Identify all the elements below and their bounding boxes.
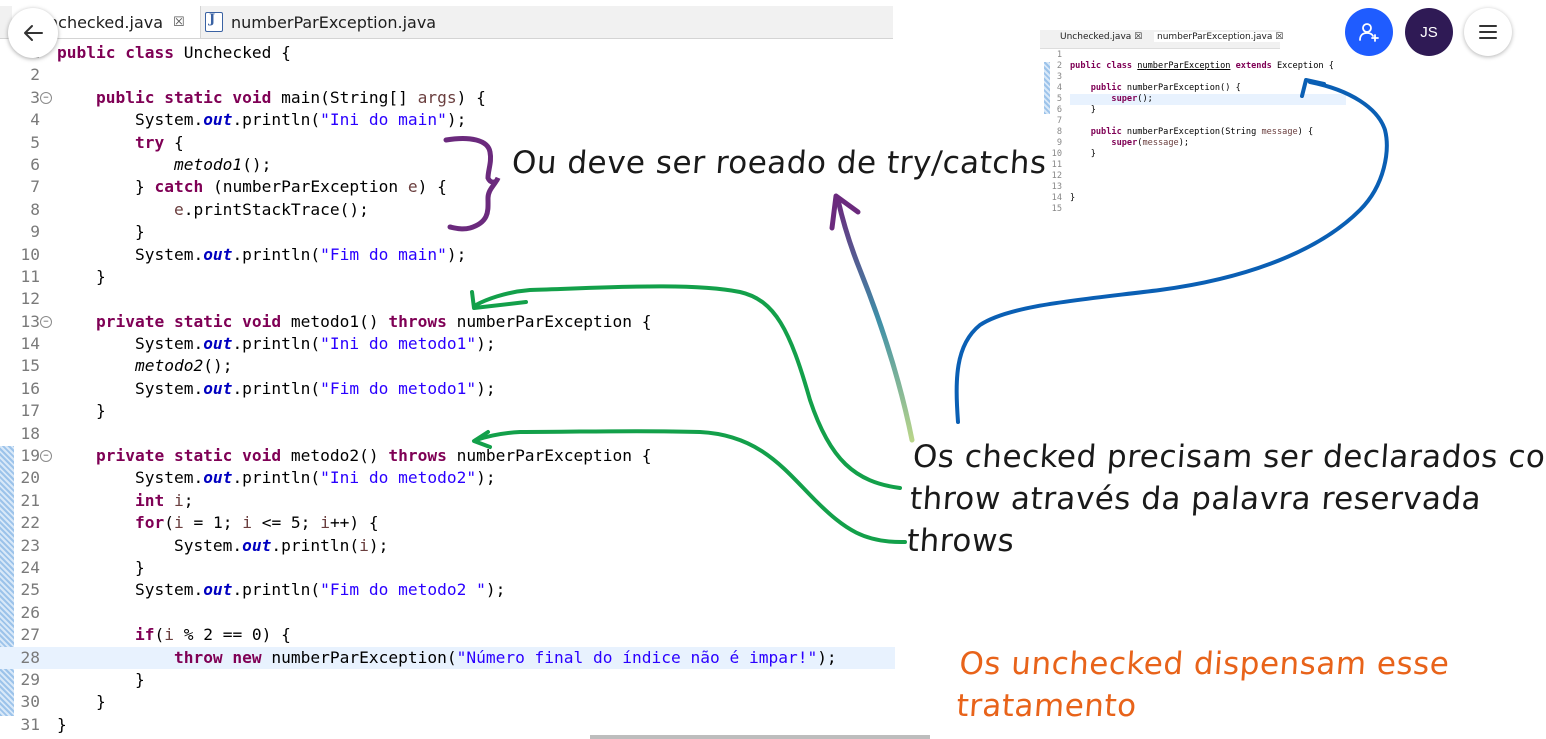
- code-line: 12: [20, 289, 41, 309]
- code-line: 1public class Unchecked {: [30, 43, 291, 62]
- mini-tab-numberparexception: numberParException.java ☒: [1154, 32, 1287, 42]
- add-user-icon: [1359, 23, 1379, 42]
- code-line: 25 System.out.println("Fim do metodo2 ")…: [20, 580, 506, 600]
- mini-tab-unchecked: Unchecked.java ☒: [1060, 32, 1143, 42]
- pasted-editor-screenshot: Unchecked.java ☒ numberParException.java…: [1040, 30, 1346, 220]
- code-area[interactable]: 1public class Unchecked { 2 3− public st…: [0, 42, 895, 736]
- java-file-icon: [205, 12, 223, 32]
- code-line: 15 metodo2();: [20, 356, 233, 376]
- code-line: 23 System.out.println(i);: [20, 535, 389, 555]
- horizontal-scrollbar[interactable]: [590, 735, 930, 739]
- code-line: 24 }: [20, 557, 145, 577]
- arrow-left-icon: [24, 25, 43, 41]
- code-line: 21 int i;: [20, 490, 194, 510]
- code-line: 16 System.out.println("Fim do metodo1");: [20, 378, 496, 398]
- code-line: 8 e.printStackTrace();: [30, 199, 369, 219]
- fold-toggle-icon[interactable]: −: [40, 315, 52, 328]
- code-line: 29 }: [20, 669, 145, 689]
- tab-label: numberParException.java: [231, 12, 437, 32]
- code-editor[interactable]: nchecked.java ☒ numberParException.java …: [0, 0, 895, 739]
- annotation-checked: Os checked precisam ser declarados como …: [906, 436, 1546, 562]
- code-line: 31}: [20, 714, 67, 734]
- tab-label: nchecked.java: [48, 12, 164, 32]
- annotation-line: throws: [905, 523, 1016, 559]
- back-button[interactable]: [8, 8, 58, 58]
- add-collaborator-button[interactable]: [1345, 8, 1393, 56]
- code-line: 30 }: [20, 692, 106, 712]
- code-line: 19− private static void metodo2() throws…: [20, 446, 652, 466]
- tab-numberparexception-java[interactable]: numberParException.java: [205, 6, 455, 38]
- annotation-try-catch: Ou deve ser roeado de try/catchs: [510, 145, 1048, 181]
- avatar[interactable]: JS: [1405, 8, 1453, 56]
- hamburger-menu-icon: [1479, 25, 1497, 39]
- code-line: 13− private static void metodo1() throws…: [20, 311, 652, 331]
- mini-tab-bar: Unchecked.java ☒ numberParException.java…: [1040, 30, 1287, 49]
- menu-button[interactable]: [1464, 8, 1512, 56]
- code-line: 5 try {: [30, 132, 184, 152]
- fold-toggle-icon[interactable]: −: [40, 91, 52, 104]
- code-line: 2: [30, 65, 40, 85]
- code-line: 20 System.out.println("Ini do metodo2");: [20, 468, 496, 488]
- annotation-line: tratamento: [955, 688, 1138, 724]
- code-line: 9 }: [30, 222, 145, 242]
- code-line-current: 28 throw new numberParException("Número …: [0, 646, 895, 669]
- code-line: 27 if(i % 2 == 0) {: [20, 625, 291, 645]
- annotation-line: Os unchecked dispensam esse: [958, 646, 1451, 682]
- code-line: 4 System.out.println("Ini do main");: [30, 110, 467, 130]
- annotation-line: throw através da palavra reservada: [908, 481, 1483, 517]
- editor-tab-bar: nchecked.java ☒ numberParException.java: [0, 6, 893, 39]
- code-line: 10 System.out.println("Fim do main");: [20, 244, 467, 264]
- annotation-line: Os checked precisam ser declarados como: [911, 439, 1546, 475]
- fold-toggle-icon[interactable]: −: [40, 450, 52, 463]
- code-line: 26: [20, 602, 41, 622]
- annotation-unchecked: Os unchecked dispensam esse tratamento: [955, 643, 1451, 727]
- code-line: 14 System.out.println("Ini do metodo1");: [20, 334, 496, 354]
- code-line: 6 metodo1();: [30, 154, 272, 174]
- code-line: 11 }: [20, 266, 106, 286]
- code-line: 18: [20, 423, 41, 443]
- close-tab-icon[interactable]: ☒: [173, 14, 185, 30]
- code-line: 22 for(i = 1; i <= 5; i++) {: [20, 513, 379, 533]
- code-line: 17 }: [20, 401, 106, 421]
- code-line: 7 } catch (numberParException e) {: [30, 177, 447, 197]
- code-line: 3− public static void main(String[] args…: [30, 87, 486, 107]
